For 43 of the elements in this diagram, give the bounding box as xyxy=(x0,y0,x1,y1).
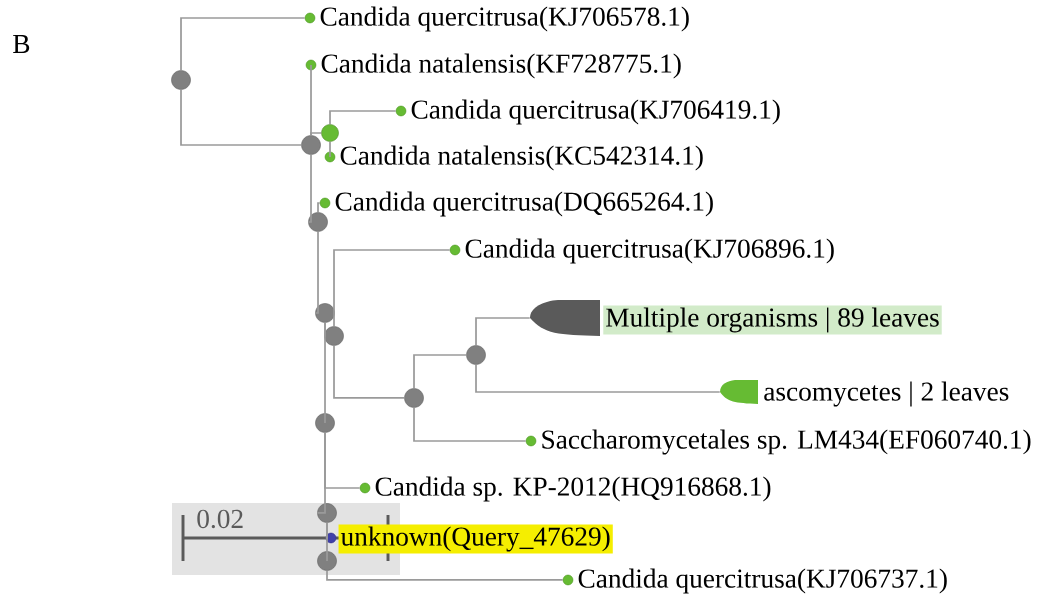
panel-letter: B xyxy=(13,35,30,53)
branch-line xyxy=(329,140,331,158)
branch-line xyxy=(333,344,406,399)
node-dot xyxy=(317,551,337,571)
node-dot xyxy=(466,345,486,365)
leaf-label: Candida sp. KP-2012(HQ916868.1) xyxy=(375,476,771,502)
scale-label: 0.02 xyxy=(197,509,243,529)
branch-line xyxy=(324,321,326,424)
leaf-label: Candida quercitrusa(KJ706419.1) xyxy=(411,99,780,125)
branch-line xyxy=(307,153,312,223)
node-dot xyxy=(171,70,191,90)
clade-label: Multiple organisms | 89 leaves xyxy=(603,305,942,335)
node-dot xyxy=(404,388,424,408)
leaf-label: Candida natalensis(KC542314.1) xyxy=(340,145,703,171)
branch-line xyxy=(314,230,319,314)
branch-line xyxy=(333,249,451,328)
branch-line xyxy=(326,521,328,562)
leaf-label: Candida quercitrusa(KJ706737.1) xyxy=(578,568,947,594)
leaf-label: Candida natalensis(KF728775.1) xyxy=(321,53,681,79)
branch-line xyxy=(180,88,303,146)
branch-line xyxy=(475,317,531,347)
branch-line xyxy=(326,569,564,581)
node-dot xyxy=(321,124,339,142)
branch-line xyxy=(329,110,397,126)
branch-line xyxy=(316,431,326,514)
node-dot xyxy=(301,135,321,155)
node-dot xyxy=(315,413,335,433)
branch-line xyxy=(310,132,323,137)
branch-line xyxy=(413,354,468,390)
node-dot xyxy=(315,303,335,323)
branch-line xyxy=(413,406,527,442)
branch-line xyxy=(317,202,321,214)
leaf-label: unknown(Query_47629) xyxy=(338,524,613,554)
branch-line xyxy=(475,363,721,393)
clade-label: ascomycetes | 2 leaves xyxy=(764,381,1009,407)
leaf-label: Candida quercitrusa(DQ665264.1) xyxy=(335,191,713,217)
node-dot xyxy=(308,212,328,232)
leaf-label: Candida quercitrusa(KJ706896.1) xyxy=(465,238,834,264)
node-dot xyxy=(317,503,337,523)
node-dot xyxy=(324,326,344,346)
leaf-label: Saccharomycetales sp. LM434(EF060740.1) xyxy=(542,429,1031,455)
branch-line xyxy=(180,17,306,72)
leaf-label: Candida quercitrusa(KJ706578.1) xyxy=(320,6,689,32)
